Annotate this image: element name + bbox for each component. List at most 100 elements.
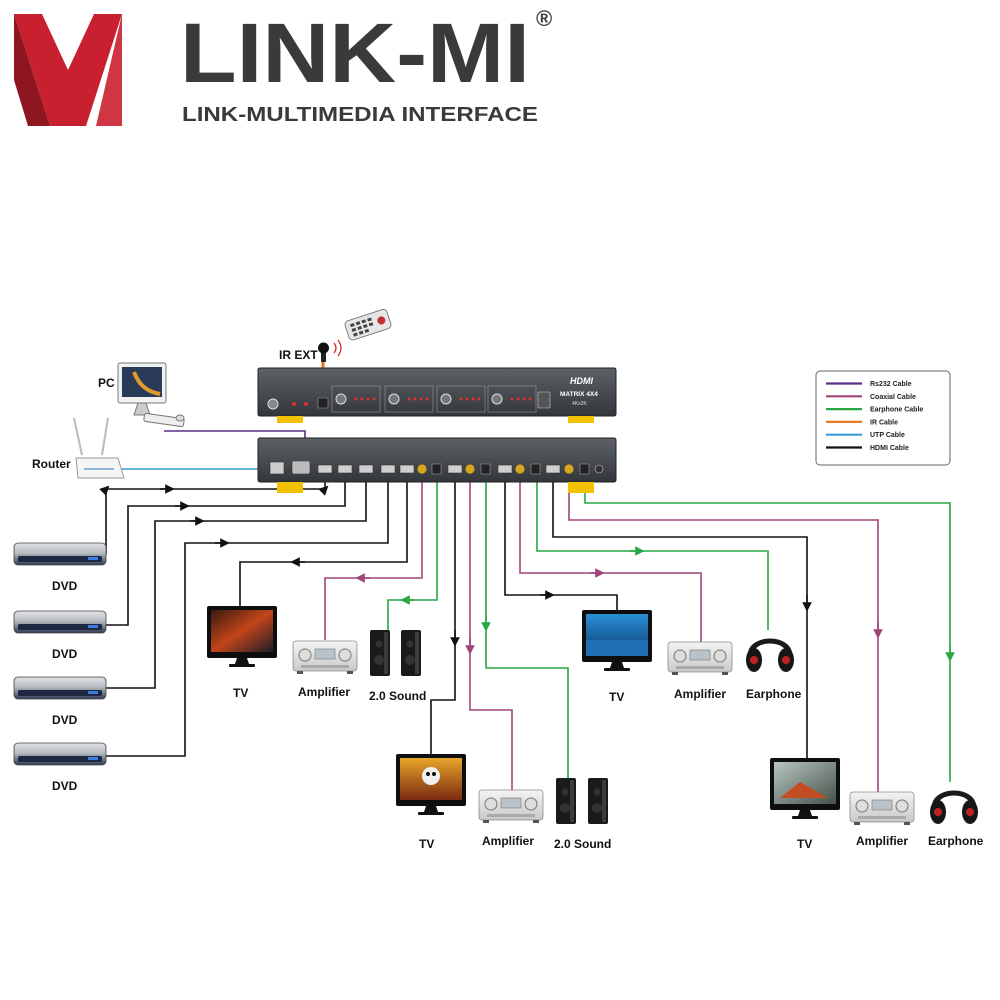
sound-label-2: 2.0 Sound (554, 837, 611, 851)
router-label: Router (32, 457, 71, 471)
output-selector-group (331, 385, 537, 413)
legend-box (815, 370, 951, 466)
hdmi-output-2 (430, 482, 456, 754)
matrix-model: MATRIX 4X4 (560, 391, 598, 398)
coaxial-output-3 (519, 482, 702, 642)
output-4-select-button[interactable] (491, 393, 503, 405)
matrix-rear-panel (257, 437, 617, 493)
tv-icon (396, 754, 466, 815)
brand-name: LINK-MI (180, 6, 530, 100)
speaker-icon (370, 630, 421, 676)
headphones-icon (746, 641, 794, 672)
tv-icon (582, 610, 652, 671)
hdmi-input-4 (106, 482, 389, 757)
dc-power-port (594, 464, 604, 474)
amplifier-icon (849, 791, 915, 826)
ir-ext-label: IR EXT (279, 348, 318, 362)
front-foot-left (277, 416, 303, 423)
hdmi-input-3 (106, 482, 367, 689)
earphone-output-2 (485, 482, 569, 778)
lock-button[interactable] (537, 391, 551, 409)
coaxial-output-2 (469, 482, 513, 790)
remote-control-icon (344, 309, 392, 341)
logo-mark-icon (14, 14, 122, 126)
amplifier-label-1: Amplifier (298, 685, 350, 699)
output-1-select-button[interactable] (335, 393, 347, 405)
tv-label-1: TV (233, 686, 248, 700)
front-foot-right (568, 416, 594, 423)
legend-label-0: Rs232 Cable (870, 381, 912, 388)
zone-4: TV Amplifier Earphone (770, 758, 984, 851)
earphone-output-1 (387, 482, 438, 630)
amplifier-icon (292, 640, 358, 675)
output-port-groups (399, 463, 590, 475)
legend-label-2: Earphone Cable (870, 407, 923, 414)
dvd-label-1: DVD (52, 579, 78, 593)
dvd-player-icon (13, 610, 107, 634)
sound-label-1: 2.0 Sound (369, 689, 426, 703)
ir-led (304, 402, 308, 406)
output-3-select-button[interactable] (440, 393, 452, 405)
hdmi-logo: HDMI (570, 376, 593, 386)
zone-3: TV Amplifier Earphone (582, 610, 802, 704)
hdmi-input-ports (317, 464, 396, 474)
tv-icon (770, 758, 840, 819)
earphone-output-3 (536, 482, 769, 630)
brand-tagline: LINK-MULTIMEDIA INTERFACE (182, 104, 538, 126)
amplifier-label-3: Amplifier (674, 687, 726, 701)
legend-label-1: Coaxial Cable (870, 394, 916, 401)
dvd-label-3: DVD (52, 713, 78, 727)
matrix-spec: 4Kx2K (572, 401, 587, 407)
ir-sensor-icon (318, 342, 329, 362)
power-button[interactable] (267, 398, 279, 410)
rj45-port (269, 461, 285, 475)
tv-label-4: TV (797, 837, 812, 851)
router-icon (73, 417, 125, 479)
speaker-icon (556, 778, 608, 824)
dvd-player-icon (13, 742, 107, 766)
ir-signal-icon (333, 339, 342, 357)
pc: PC (98, 362, 185, 427)
hdmi-input-2 (106, 482, 346, 626)
dvd-label-2: DVD (52, 647, 78, 661)
amplifier-label-2: Amplifier (482, 834, 534, 848)
dvd-player-icon (13, 542, 107, 566)
rear-foot-left (277, 482, 303, 493)
hdmi-input-1 (99, 482, 329, 554)
earphone-label-2: Earphone (928, 834, 984, 848)
pc-label: PC (98, 376, 115, 390)
amplifier-icon (478, 789, 544, 824)
registered-mark: ® (536, 6, 552, 31)
headphones-icon (930, 793, 978, 824)
dvd-player-icon (13, 676, 107, 700)
hdmi-output-1 (239, 482, 408, 606)
ir-ext-port (317, 397, 329, 409)
rear-foot-right (568, 482, 594, 493)
dvd-player-4: DVD (13, 742, 107, 793)
legend-label-5: HDMI Cable (870, 445, 909, 452)
tv-label-2: TV (419, 837, 434, 851)
zone-1: TV Amplifier 2.0 Sound (207, 606, 426, 703)
amplifier-icon (667, 641, 733, 676)
tv-label-3: TV (609, 690, 624, 704)
output-2-select-button[interactable] (388, 393, 400, 405)
dvd-player-1: DVD (13, 542, 107, 593)
coaxial-output-1 (324, 482, 423, 640)
legend-label-4: UTP Cable (870, 432, 905, 439)
hdmi-output-3 (504, 482, 618, 610)
tv-icon (207, 606, 277, 667)
coaxial-output-4 (568, 482, 879, 792)
router: Router (32, 417, 125, 479)
dvd-label-4: DVD (52, 779, 78, 793)
hdmi-output-4 (552, 482, 808, 758)
zone-2: TV Amplifier 2.0 Sound (396, 754, 611, 851)
brand-logo: LINK-MI ® LINK-MULTIMEDIA INTERFACE (14, 6, 552, 126)
earphone-label-1: Earphone (746, 687, 802, 701)
monitor-icon (117, 362, 185, 427)
legend-label-3: IR Cable (870, 419, 898, 426)
rs232-port (291, 460, 311, 475)
ir-extender: IR EXT (279, 309, 392, 362)
amplifier-label-4: Amplifier (856, 834, 908, 848)
